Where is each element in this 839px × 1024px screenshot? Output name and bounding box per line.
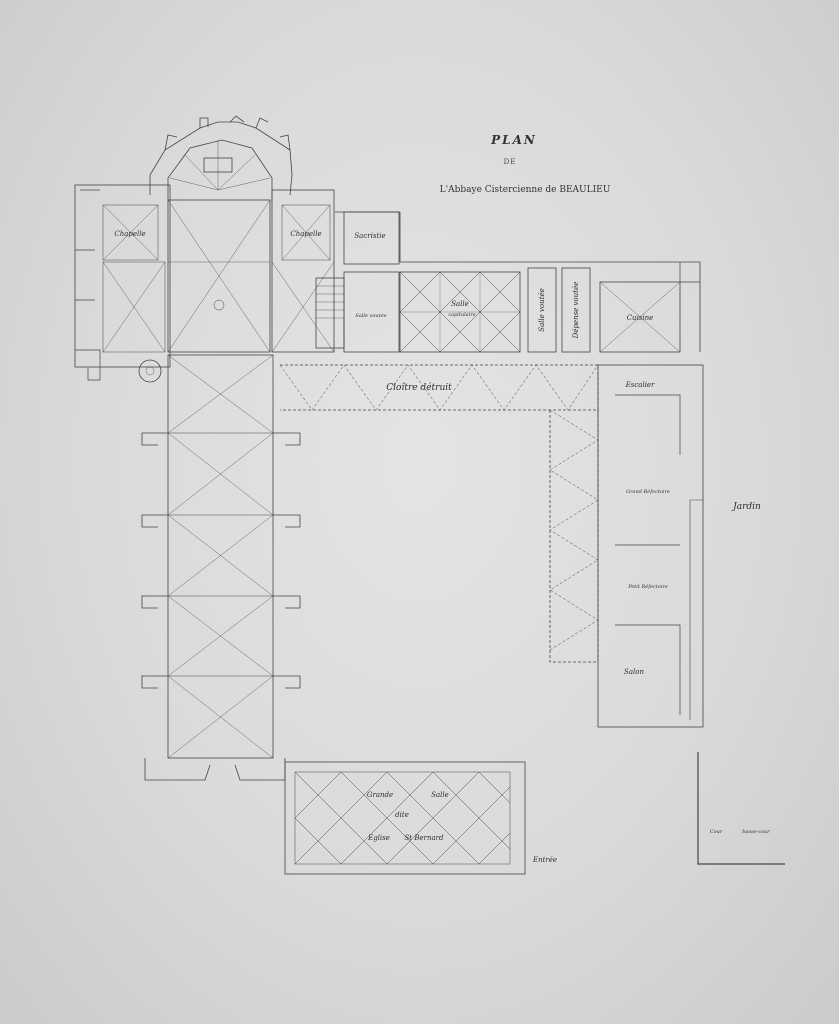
apse-inner	[167, 139, 273, 202]
label-salle-voutee: Salle voutée	[355, 313, 387, 319]
east-range-wall	[335, 211, 701, 352]
plan-title: PLAN	[491, 133, 537, 147]
label-escalier: Escalier	[625, 381, 655, 389]
label-salle: Salle	[431, 791, 449, 799]
stair-block	[315, 277, 345, 349]
label-chapelle-left: Chapelle	[114, 230, 146, 238]
label-salon: Salon	[624, 668, 644, 676]
label-grande: Grande	[366, 791, 394, 799]
salle-voutee-outline	[343, 271, 400, 353]
plan-subtitle: L'Abbaye Cistercienne de BEAULIEU	[439, 185, 611, 195]
label-basse-cour: basse-cour	[742, 829, 770, 835]
salle-voutee-2-outline	[527, 267, 557, 353]
label-st-bernard: St Bernard	[404, 834, 444, 842]
cuisine-outline	[599, 281, 681, 353]
label-depense-voutee: Dépense voutée	[572, 281, 580, 339]
plan-title-de: DE	[503, 158, 517, 166]
label-salle-capitulaire-1: Salle	[451, 300, 469, 308]
label-petit-refectoire: Petit Réfectoire	[628, 584, 668, 590]
label-cour: Cour	[709, 829, 723, 835]
label-eglise: Eglise	[368, 834, 390, 842]
cour-wall	[697, 752, 785, 865]
label-dite: dite	[395, 811, 409, 819]
north-transept-outline	[74, 184, 171, 368]
label-chapelle-right: Chapelle	[290, 230, 322, 238]
south-transept-outline	[271, 189, 335, 353]
nave-outline	[167, 354, 274, 759]
label-entree: Entrée	[532, 856, 558, 864]
refectory-wing-outline	[597, 364, 704, 728]
label-cloitre: Cloître détruit	[386, 383, 452, 393]
depense-outline	[561, 267, 591, 353]
cloitre-east-walk	[549, 410, 599, 663]
apse-radiating-chapels	[164, 115, 291, 151]
label-sacristie: Sacristie	[354, 232, 386, 240]
apse-outline	[149, 121, 293, 196]
label-salle-voutee-2: Salle voutée	[538, 288, 546, 332]
label-salle-capitulaire-2: capitulaire	[448, 312, 476, 318]
grande-salle-outline	[284, 761, 526, 875]
crossing-outline	[167, 199, 271, 353]
nave-buttresses	[141, 432, 301, 689]
label-cuisine: Cuisine	[626, 314, 654, 322]
label-jardin: Jardin	[733, 502, 761, 512]
spiral-stair	[138, 359, 162, 383]
label-grand-refectoire: Grand Réfectoire	[626, 489, 670, 495]
west-facade	[144, 758, 286, 781]
